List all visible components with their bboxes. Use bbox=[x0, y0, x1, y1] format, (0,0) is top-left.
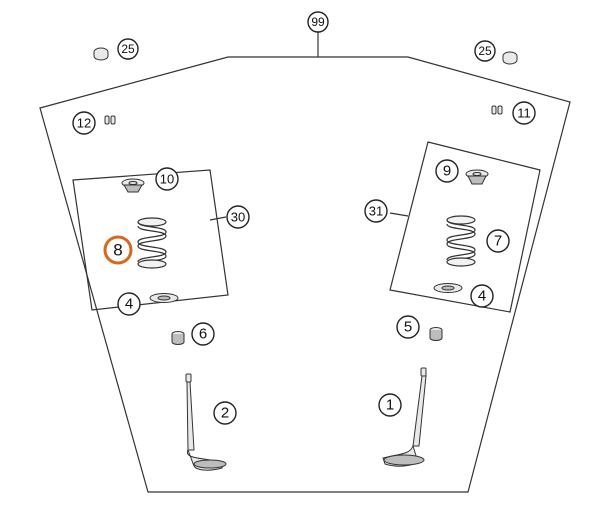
cap-icon-left bbox=[93, 47, 109, 61]
callout-12: 12 bbox=[72, 111, 96, 135]
leader-30 bbox=[209, 216, 227, 221]
valve-stem-seal-icon-left bbox=[171, 331, 185, 345]
svg-text:6: 6 bbox=[199, 326, 207, 343]
callout-4-right: 4 bbox=[470, 284, 494, 308]
svg-text:4: 4 bbox=[125, 296, 133, 313]
valve-icon-right bbox=[382, 367, 427, 467]
valve-icon-left bbox=[185, 373, 227, 471]
subkit-box-right bbox=[389, 141, 541, 313]
callout-4-left: 4 bbox=[117, 292, 141, 316]
spring-seat-icon-right bbox=[433, 283, 463, 293]
leader-31 bbox=[389, 212, 409, 217]
svg-text:5: 5 bbox=[404, 319, 412, 336]
svg-text:7: 7 bbox=[494, 233, 502, 250]
svg-text:31: 31 bbox=[369, 204, 383, 219]
valve-spring-icon-left bbox=[137, 217, 167, 269]
callout-25-left: 25 bbox=[117, 38, 139, 60]
svg-text:4: 4 bbox=[478, 288, 486, 305]
svg-text:25: 25 bbox=[121, 42, 135, 56]
callout-99: 99 bbox=[307, 11, 329, 33]
assembly-outline bbox=[39, 56, 571, 493]
svg-text:9: 9 bbox=[443, 163, 451, 180]
valve-keeper-icon-right bbox=[491, 105, 503, 115]
valve-keeper-icon-left bbox=[104, 115, 116, 125]
spring-retainer-icon-left bbox=[121, 178, 145, 193]
svg-text:25: 25 bbox=[478, 44, 492, 58]
svg-text:2: 2 bbox=[221, 405, 229, 422]
callout-11: 11 bbox=[512, 101, 536, 125]
spring-retainer-icon-right bbox=[465, 169, 489, 185]
callout-31: 31 bbox=[364, 199, 388, 223]
callout-6: 6 bbox=[191, 322, 215, 346]
callout-25-right: 25 bbox=[474, 40, 496, 62]
svg-text:8: 8 bbox=[113, 241, 122, 260]
callout-30: 30 bbox=[226, 205, 250, 229]
svg-text:10: 10 bbox=[160, 172, 174, 187]
callout-9: 9 bbox=[435, 159, 459, 183]
svg-text:11: 11 bbox=[517, 106, 531, 121]
svg-text:30: 30 bbox=[231, 210, 245, 225]
cap-icon-right bbox=[502, 51, 518, 65]
spring-seat-icon-left bbox=[149, 293, 179, 303]
valve-spring-icon-right bbox=[446, 215, 476, 267]
callout-1: 1 bbox=[378, 393, 402, 417]
callout-2: 2 bbox=[213, 401, 237, 425]
callout-7: 7 bbox=[486, 229, 510, 253]
svg-text:12: 12 bbox=[77, 116, 91, 131]
callout-8: 8 bbox=[103, 235, 133, 265]
valve-stem-seal-icon-right bbox=[429, 327, 443, 341]
svg-text:99: 99 bbox=[311, 15, 325, 29]
svg-text:1: 1 bbox=[386, 397, 394, 414]
subkit-box-left bbox=[72, 169, 229, 311]
callout-5: 5 bbox=[396, 315, 420, 339]
callout-10: 10 bbox=[155, 167, 179, 191]
